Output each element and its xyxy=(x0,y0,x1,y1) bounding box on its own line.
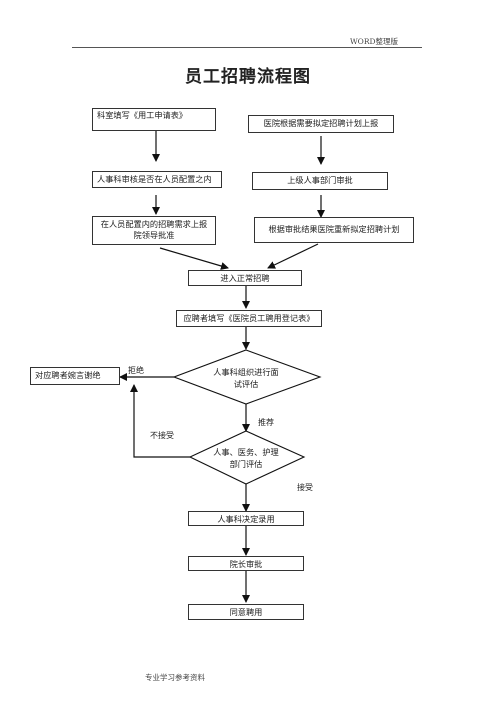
page-footer: 专业学习参考资料 xyxy=(145,673,205,682)
superior-approve-box: 上级人事部门审批 xyxy=(252,172,388,190)
arrow-assess-not-accept-loop xyxy=(130,384,190,458)
not-accept-label: 不接受 xyxy=(150,431,174,440)
dept-assess-text: 人事、医务、护理部门评估 xyxy=(213,447,279,469)
replan-box: 根据审批结果医院重新拟定招聘计划 xyxy=(254,217,414,243)
page-title: 员工招聘流程图 xyxy=(185,67,311,87)
accept-label: 接受 xyxy=(297,483,313,492)
reject-notice-box: 对应聘者婉言谢绝 xyxy=(30,367,120,385)
within-quota-box: 在人员配置内的招聘需求上报院领导批准 xyxy=(92,216,216,245)
arrow-replan-to-normal xyxy=(267,243,319,269)
interview-diamond xyxy=(172,349,322,405)
agree-hire-box: 同意聘用 xyxy=(188,604,304,620)
hospital-plan-box: 医院根据需要拟定招聘计划上报 xyxy=(248,115,394,133)
president-approve-box: 院长审批 xyxy=(188,556,304,571)
hr-check-box: 人事科审核是否在人员配置之内 xyxy=(92,171,222,188)
dept-fill-box: 科室填写《用工申请表》 xyxy=(92,108,216,131)
hr-decide-box: 人事科决定录用 xyxy=(188,511,304,526)
page-header: WORD整理版 xyxy=(349,37,398,46)
reject-label: 拒绝 xyxy=(128,366,144,375)
applicant-form-box: 应聘者填写《医院员工聘用登记表》 xyxy=(176,310,322,327)
header-rule xyxy=(72,47,422,48)
arrow-quota-to-normal xyxy=(159,247,229,270)
interview-text: 人事科组织进行面试评估 xyxy=(213,367,279,389)
assess-diamond xyxy=(188,430,306,485)
recommend-label: 推荐 xyxy=(258,418,274,427)
normal-recruit-box: 进入正常招聘 xyxy=(188,270,302,286)
